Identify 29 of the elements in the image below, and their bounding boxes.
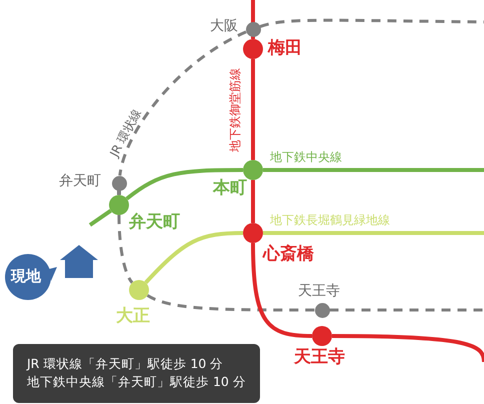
station-name: 弁天町 [59, 174, 101, 188]
line-name: 地下鉄長堀鶴見緑地線 [270, 214, 390, 226]
rail-line [330, 308, 484, 312]
rail-line [251, 180, 255, 223]
station-name: 天王寺 [294, 349, 345, 366]
line-name: JR 環状線 [108, 107, 143, 159]
station-name: 大阪 [210, 19, 238, 33]
station-name: 大正 [116, 308, 150, 325]
rail-line [118, 30, 247, 176]
rail-line [251, 59, 255, 160]
rail-line [332, 334, 484, 362]
station-name: 心斎橋 [263, 246, 314, 263]
rail-line [126, 168, 243, 200]
station-name: 本町 [213, 180, 247, 197]
rail-line [251, 0, 255, 39]
rail-line [260, 18, 484, 28]
line-name: 地下鉄御堂筋線 [229, 68, 241, 152]
access-info-box: JR 環状線「弁天町」駅徒歩 10 分 地下鉄中央線「弁天町」駅徒歩 10 分 [13, 344, 260, 403]
rail-line [144, 231, 244, 284]
station-name: 天王寺 [298, 284, 340, 298]
rail-line [146, 294, 314, 312]
rail-line [251, 242, 312, 338]
rail-line [263, 231, 484, 235]
rail-line [88, 209, 112, 227]
line-name: 地下鉄中央線 [270, 151, 342, 163]
rail-line [263, 168, 484, 172]
station-name: 弁天町 [129, 214, 180, 231]
rail-line [118, 214, 134, 284]
station-name: 梅田 [268, 40, 302, 57]
